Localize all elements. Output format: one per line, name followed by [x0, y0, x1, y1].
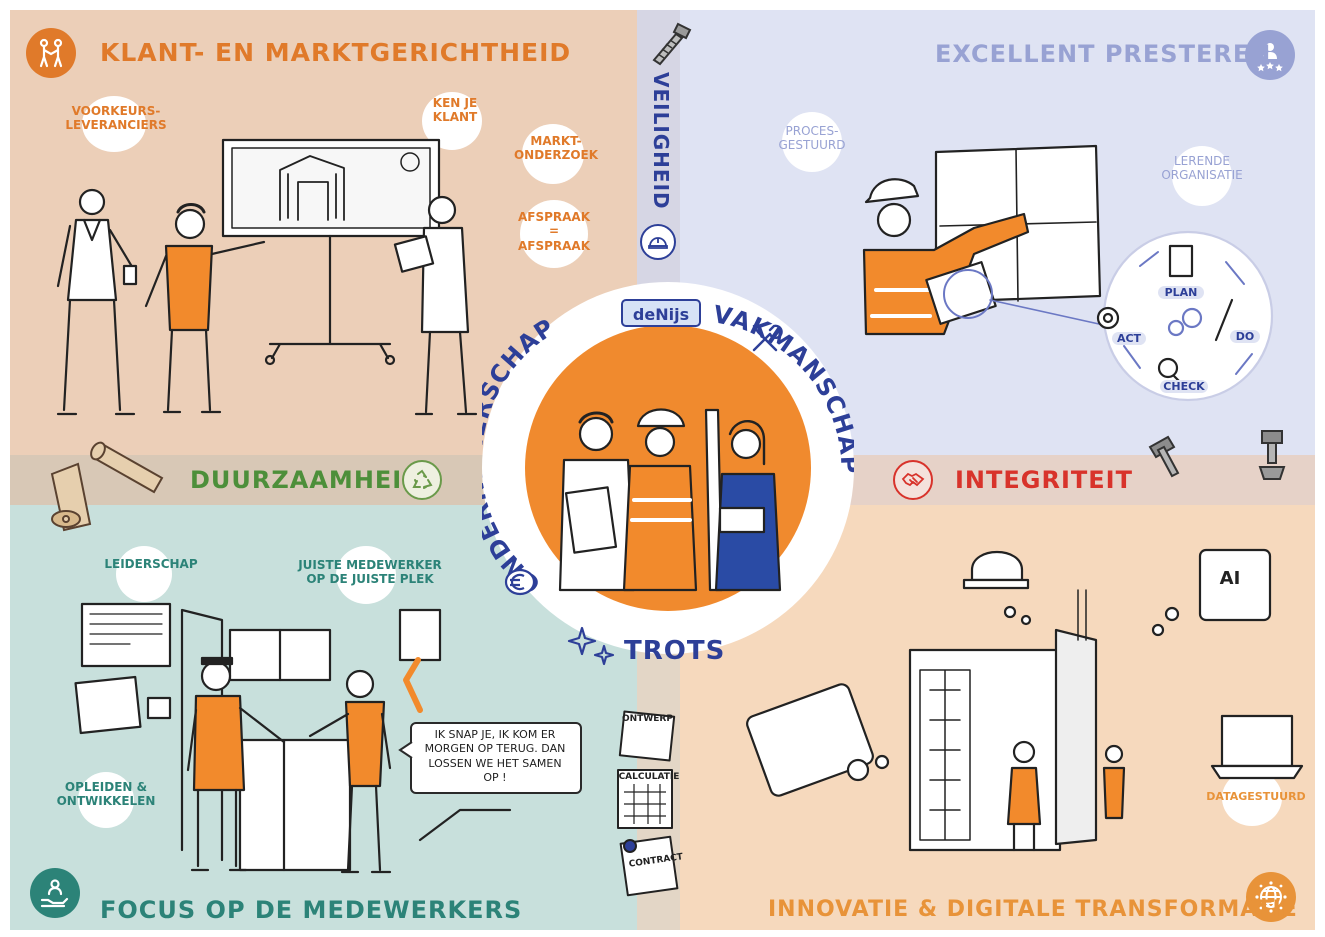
svg-text:ONDERNEMERSCHAP: ONDERNEMERSCHAP: [482, 313, 560, 599]
divider-title-veiligheid: VEILIGHEID: [649, 72, 673, 210]
label-procesgestuurd: PROCES- GESTUURD: [778, 124, 846, 153]
divider-title-integriteit: INTEGRITEIT: [955, 466, 1133, 494]
innovatie-scene-illustration: [746, 548, 1304, 852]
label-juiste-medewerker: JUISTE MEDEWERKER OP DE JUISTE PLEK: [298, 558, 442, 587]
globe-network-icon: [1246, 872, 1296, 922]
company-logo: deNijs: [621, 299, 701, 327]
focus-scene-illustration: [74, 602, 512, 874]
label-lerende-organisatie: LERENDE ORGANISATIE: [1161, 154, 1243, 183]
speech-bubble: [410, 722, 582, 794]
value-ondernemerschap: ONDERNEMERSCHAP: [482, 313, 559, 599]
helmet-icon: [640, 224, 676, 260]
label-leiderschap: LEIDERSCHAP: [104, 557, 198, 571]
pdca-act: ACT: [1112, 332, 1146, 346]
section-title-excellent: EXCELLENT PRESTEREN: [935, 40, 1272, 68]
speech-text: IK SNAP JE, IK KOM ER MORGEN OP TERUG. D…: [424, 728, 566, 784]
document-ontwerp: ONTWERP: [622, 714, 673, 724]
label-bubble-leiderschap: [116, 546, 172, 602]
excellent-scene-illustration: [862, 144, 1274, 402]
screw-illustration: [652, 22, 692, 66]
label-bubble-opleiden: [78, 772, 134, 828]
svg-text:VAKMANSCHAP: VAKMANSCHAP: [711, 300, 854, 475]
center-values-ring: ONDERNEMERSCHAP VAKMANSCHAP: [482, 300, 854, 599]
label-datagestuurd: DATAGESTUURD: [1206, 790, 1306, 803]
label-bubble-proces: [782, 112, 842, 172]
coin-euro-icon: [504, 568, 536, 596]
section-title-klant: KLANT- EN MARKTGERICHTHEID: [100, 38, 572, 67]
value-trots: TROTS: [624, 636, 726, 666]
klant-scene-illustration: [56, 138, 478, 416]
recycle-icon: [402, 460, 442, 500]
documents-illustration: [617, 710, 679, 897]
label-bubble-voorkeurs: [82, 96, 146, 152]
label-bubble-datagestuurd: [1222, 770, 1282, 826]
section-title-focus: FOCUS OP DE MEDEWERKERS: [100, 896, 523, 924]
people-handshake-icon: [26, 28, 76, 78]
award-stars-icon: [1245, 30, 1295, 80]
label-bubble-markt: [522, 124, 584, 184]
bolt-nut-illustration: [1148, 430, 1286, 480]
wooden-dowels-illustration: [50, 441, 164, 532]
ai-chip-label: AI: [1219, 568, 1241, 589]
sparkles-icon: [567, 626, 615, 666]
value-vakmanschap: VAKMANSCHAP: [711, 300, 854, 475]
label-opleiden-ontwikkelen: OPLEIDEN & ONTWIKKELEN: [56, 780, 156, 809]
document-calculatie: CALCULATIE: [618, 772, 680, 782]
label-ken-je-klant: KEN JE KLANT: [432, 96, 478, 125]
speech-bubble-tail: [398, 741, 413, 759]
pdca-check: CHECK: [1160, 380, 1208, 394]
label-bubble-juiste: [336, 546, 396, 604]
section-title-innovatie: INNOVATIE & DIGITALE TRANSFORMATIE: [768, 897, 1298, 922]
label-afspraak: AFSPRAAK = AFSPRAAK: [517, 210, 591, 253]
logo-text: deNijs: [633, 305, 689, 324]
pdca-do: DO: [1230, 330, 1260, 344]
center-team-illustration: [558, 408, 782, 592]
pdca-plan: PLAN: [1158, 286, 1204, 300]
label-voorkeurs: VOORKEURS- LEVERANCIERS: [65, 104, 167, 133]
hand-person-icon: [30, 868, 80, 918]
label-bubble-afspraak: [520, 200, 588, 268]
handshake-icon: [893, 460, 933, 500]
divider-title-duurzaamheid: DUURZAAMHEID: [190, 466, 424, 494]
label-marktonderzoek: MARKT- ONDERZOEK: [513, 134, 599, 163]
wrench-tools-icon: [752, 324, 783, 352]
label-bubble-lerende: [1172, 146, 1232, 206]
